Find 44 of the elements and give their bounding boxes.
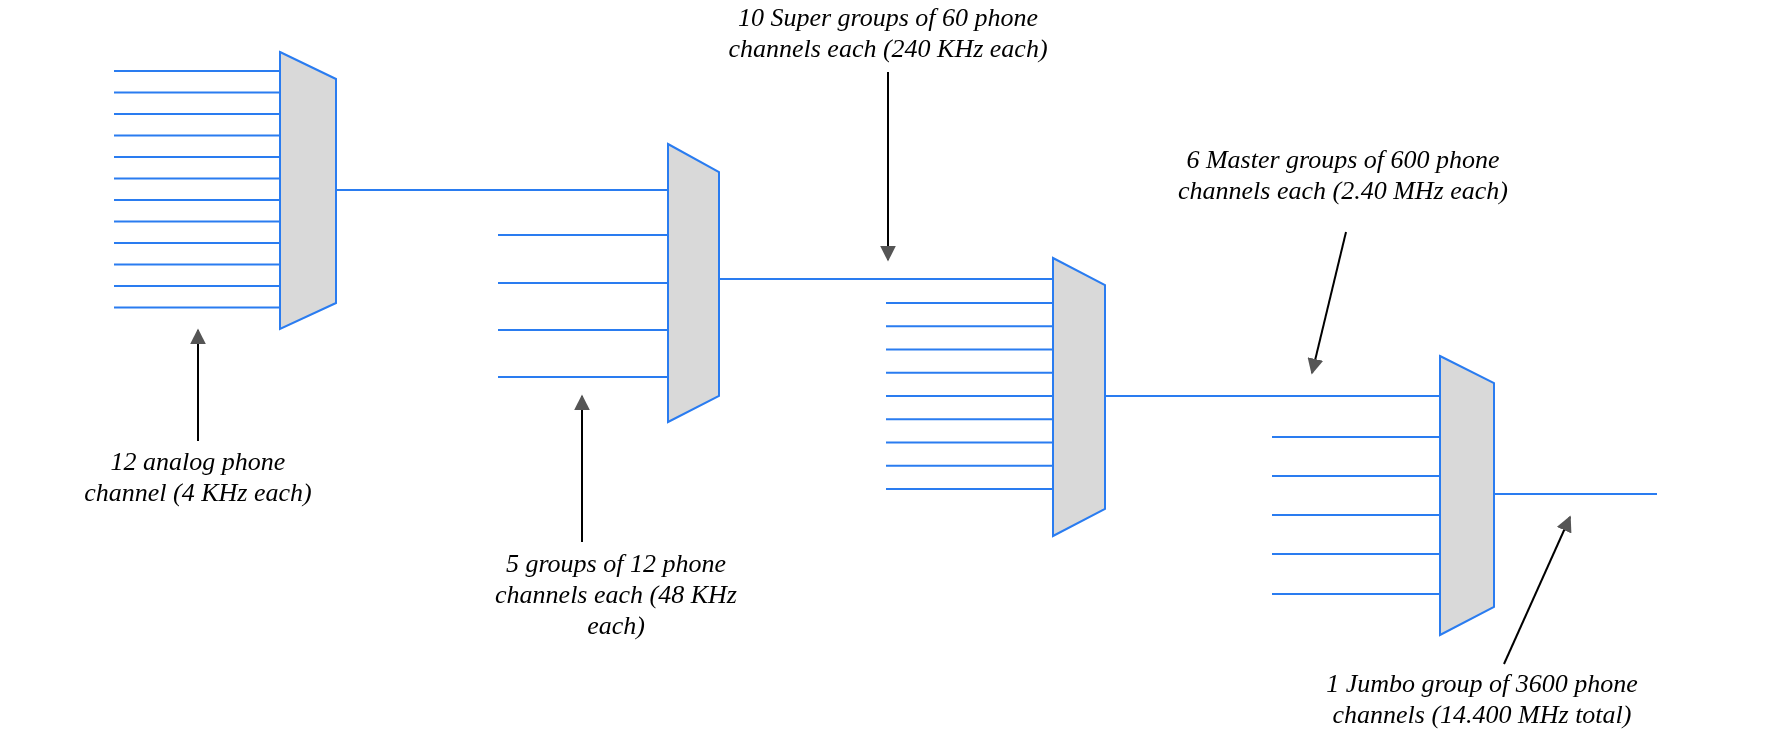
signal-line xyxy=(497,282,669,284)
multiplexer-trapezoid xyxy=(1439,355,1495,636)
callout-text: 1 Jumbo group of 3600 phone channels (14.400 MHz total) xyxy=(1314,668,1650,730)
signal-line xyxy=(113,156,281,158)
signal-line xyxy=(113,306,281,309)
signal-line xyxy=(885,302,1054,304)
leader-arrow xyxy=(880,71,896,262)
signal-line xyxy=(113,285,281,287)
signal-line xyxy=(113,263,281,266)
signal-line xyxy=(1271,475,1441,477)
multiplexer-trapezoid xyxy=(667,143,720,423)
signal-line xyxy=(113,199,281,201)
signal-line xyxy=(885,348,1054,351)
signal-line xyxy=(113,220,281,223)
signal-line xyxy=(113,91,281,94)
leader-arrow xyxy=(1503,515,1572,665)
multiplexer-trapezoid xyxy=(279,51,337,330)
signal-line xyxy=(885,325,1054,328)
signal-line xyxy=(497,234,669,236)
signal-line xyxy=(497,376,669,378)
leader-arrow xyxy=(1307,231,1347,375)
leader-arrow xyxy=(190,328,206,442)
signal-line xyxy=(113,177,281,180)
callout-text: 12 analog phone channel (4 KHz each) xyxy=(73,446,323,508)
signal-line xyxy=(885,418,1054,421)
leader-arrow xyxy=(574,394,590,543)
signal-line xyxy=(885,371,1054,374)
signal-line xyxy=(885,441,1054,444)
signal-line xyxy=(885,488,1054,490)
callout-text: 5 groups of 12 phone channels each (48 KHz each) xyxy=(466,548,766,641)
signal-line xyxy=(1271,553,1441,555)
signal-line xyxy=(1271,436,1441,438)
signal-line xyxy=(113,113,281,115)
callout-text: 10 Super groups of 60 phone channels each (240 KHz each) xyxy=(715,2,1061,64)
signal-line xyxy=(1271,514,1441,516)
signal-line xyxy=(497,329,669,331)
signal-line xyxy=(1271,593,1441,595)
signal-line xyxy=(113,70,281,72)
multiplexer-trapezoid xyxy=(1052,257,1106,537)
callout-text: 6 Master groups of 600 phone channels each (2.40 MHz each) xyxy=(1165,144,1521,206)
signal-line xyxy=(885,395,1054,397)
signal-line xyxy=(113,242,281,244)
signal-line xyxy=(885,464,1054,467)
signal-line xyxy=(113,134,281,137)
